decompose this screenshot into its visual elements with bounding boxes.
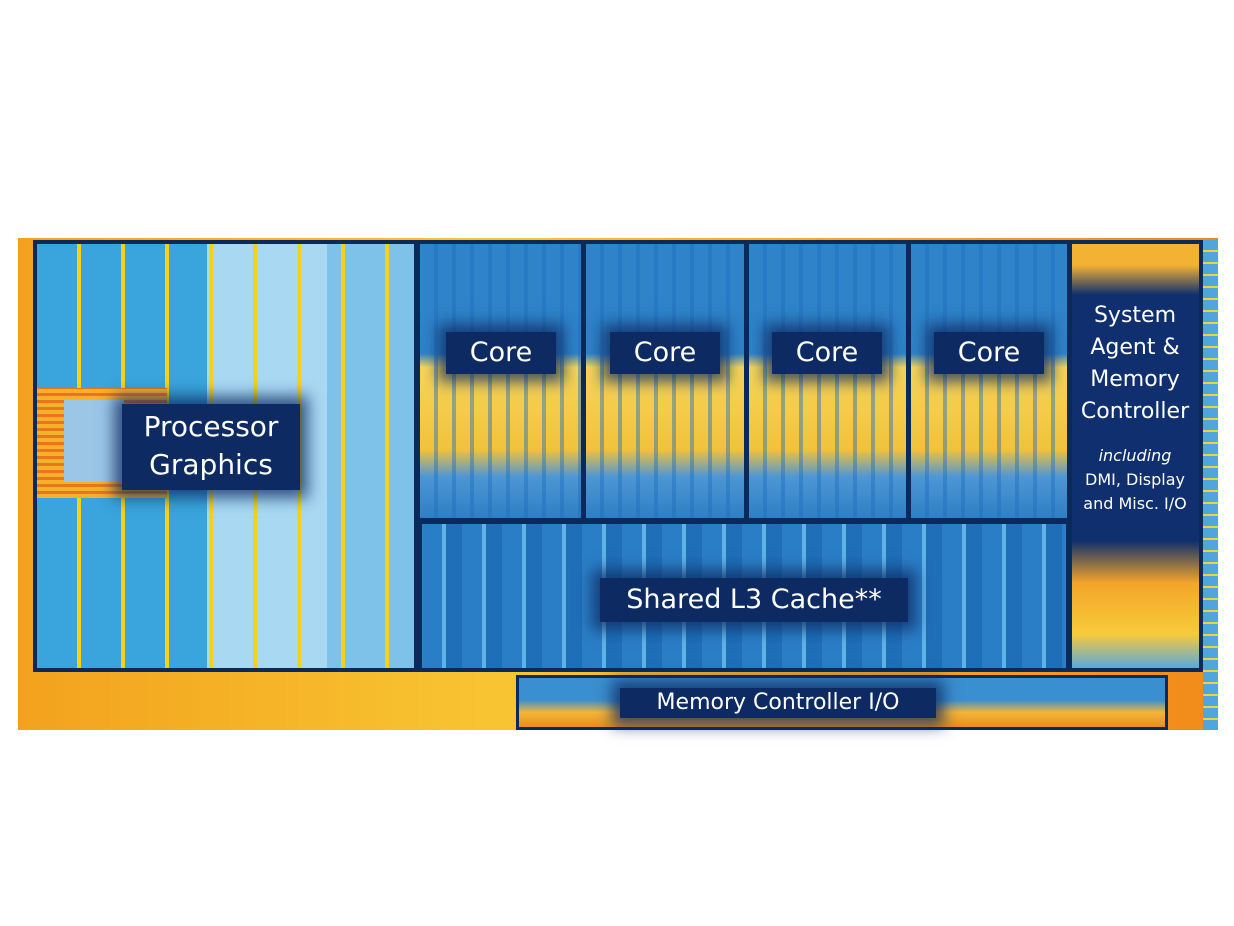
memory-controller-io-label: Memory Controller I/O [620, 688, 936, 718]
sa-sub1: DMI, Display [1085, 470, 1185, 489]
core-label-4: Core [934, 332, 1044, 374]
core-region-3 [745, 240, 910, 522]
sa-sub2: and Misc. I/O [1083, 494, 1187, 513]
right-io-strip [1203, 240, 1218, 730]
graphics-label-line2: Graphics [149, 448, 273, 481]
core-label-2: Core [610, 332, 720, 374]
graphics-grey-block [64, 400, 124, 482]
system-agent-label: System Agent & Memory Controller includi… [1076, 300, 1194, 516]
sa-line3: Memory [1090, 367, 1180, 392]
core-region-1 [416, 240, 585, 522]
core-region-2 [582, 240, 748, 522]
graphics-label-line1: Processor [143, 410, 279, 443]
core-region-4 [907, 240, 1071, 522]
system-agent-region [1068, 240, 1203, 672]
sa-line1: System [1093, 303, 1177, 328]
sa-line4: Controller [1080, 399, 1190, 424]
processor-graphics-label: Processor Graphics [122, 404, 300, 490]
sa-sub-italic: including [1098, 446, 1172, 465]
sa-line2: Agent & [1090, 335, 1180, 360]
core-label-1: Core [446, 332, 556, 374]
core-label-3: Core [772, 332, 882, 374]
l3-cache-label: Shared L3 Cache** [600, 578, 908, 622]
